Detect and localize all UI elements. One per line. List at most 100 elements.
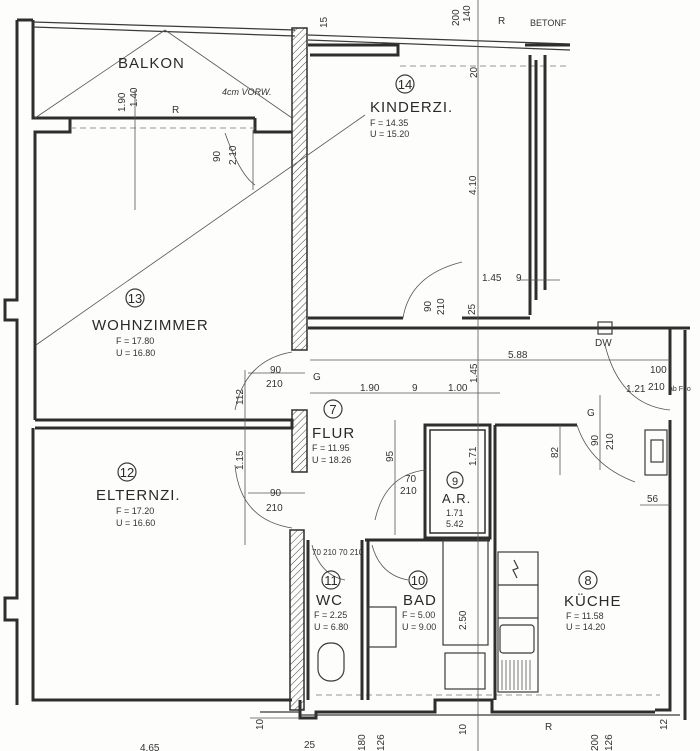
interior-walls: [306, 423, 577, 700]
sink-icon: [499, 624, 535, 654]
room-area: F = 17.80: [116, 336, 154, 346]
room-wc: 11 WC F = 2.25 U = 6.80: [314, 570, 348, 632]
dim-label: 1.21: [626, 384, 646, 395]
room-number: 9: [452, 476, 458, 488]
room-area: F = 11.95: [312, 443, 350, 453]
dim-label: 1.90: [360, 383, 380, 394]
dim-top-140: 140: [462, 5, 473, 22]
dim-label: 70: [405, 474, 417, 485]
balkon-door-w: 90: [212, 150, 223, 162]
bearing-wall: [291, 27, 308, 351]
room-perimeter: 5.42: [446, 519, 464, 529]
dim-label: 1.71: [468, 446, 479, 466]
room-name: BAD: [403, 592, 437, 609]
room-kueche: 8 KÜCHE F = 11.58 U = 14.20: [564, 570, 621, 632]
dim-label: 200: [590, 734, 601, 751]
dim-label: 100: [650, 365, 667, 376]
dim-label: 56: [647, 494, 659, 505]
room-perimeter: U = 9.00: [402, 622, 436, 632]
room-abstellraum: 9 A.R. 1.71 5.42: [442, 471, 471, 529]
room-perimeter: U = 15.20: [370, 129, 409, 139]
room-number: 7: [329, 402, 336, 417]
room-perimeter: U = 14.20: [566, 622, 605, 632]
dim-label: R: [545, 722, 552, 733]
room-name: WC: [316, 592, 343, 609]
room-number: 14: [398, 77, 412, 92]
dim-label: 12: [659, 718, 670, 730]
dim-label: 112: [235, 389, 246, 405]
dim-label: G: [587, 408, 595, 419]
dim-label: 4.10: [468, 175, 479, 195]
dim-label: 9: [516, 273, 522, 284]
toilet-icon: [317, 642, 345, 682]
dim-label: 10: [255, 718, 266, 730]
dim-label: 210: [648, 382, 665, 393]
room-area: F = 14.35: [370, 118, 408, 128]
chimney-icon: [644, 429, 668, 476]
room-name: FLUR: [312, 425, 355, 442]
room-perimeter: U = 6.80: [314, 622, 348, 632]
door-swings: [35, 114, 671, 581]
washbasin-icon: [367, 606, 397, 648]
dim-label: 180: [357, 734, 368, 751]
dim-label: 1.00: [448, 383, 468, 394]
dimension-lines: [134, 0, 670, 751]
beton-label: BETONF: [530, 18, 567, 28]
dimension-labels: 4.10 1.45 9 90 210 25 5.88 1.90 9 1.00 1…: [140, 175, 691, 751]
kitchen-counter: [497, 551, 539, 693]
dim-label: 126: [376, 734, 387, 751]
dim-top-15: 15: [319, 16, 330, 28]
balkon-note: 4cm VORW.: [222, 87, 272, 97]
room-name: ELTERNZI.: [96, 487, 181, 504]
room-area: 1.71: [446, 508, 464, 518]
dim-label: 10: [458, 723, 469, 735]
dim-label: 1.45: [469, 363, 480, 383]
room-perimeter: U = 16.60: [116, 518, 155, 528]
dw-icon: [597, 321, 613, 335]
room-number: 10: [411, 573, 425, 588]
dim-label: 1.15: [235, 450, 246, 470]
room-area: F = 17.20: [116, 506, 154, 516]
dim-label: ab Fbo: [669, 386, 691, 393]
top-r: R: [498, 16, 505, 27]
bathtub-icon: [442, 539, 489, 646]
room-area: F = 5.00: [402, 610, 435, 620]
room-name: A.R.: [442, 491, 471, 506]
room-number: 11: [324, 573, 338, 588]
room-perimeter: U = 18.26: [312, 455, 351, 465]
dim-label: 210: [266, 503, 283, 514]
room-perimeter: U = 16.80: [116, 348, 155, 358]
dim-label: 4.65: [140, 743, 160, 751]
dim-label: 126: [604, 734, 615, 751]
room-number: 12: [120, 465, 134, 480]
dim-label: G: [313, 372, 321, 383]
dim-label: 210: [400, 486, 417, 497]
dim-label: 25: [467, 303, 478, 315]
wc-bad-door-dims: 70 210 70 210: [312, 548, 364, 557]
dim-top-20: 20: [469, 66, 480, 78]
bearing-wall: [289, 529, 305, 711]
dim-label: 210: [266, 379, 283, 390]
dim-label: 90: [423, 300, 434, 312]
room-kinderzimmer: 14 KINDERZI. F = 14.35 U = 15.20: [370, 74, 453, 139]
room-area: F = 11.58: [566, 611, 604, 621]
balkon-r: R: [172, 105, 179, 116]
dim-label: 90: [590, 434, 601, 446]
dim-top-200: 200: [451, 9, 462, 26]
balkon-door-h: 2.10: [228, 145, 239, 165]
bearing-wall: [291, 409, 308, 473]
room-name: KINDERZI.: [370, 99, 453, 116]
balkon-dim-190: 1.90: [117, 92, 128, 112]
dim-label: 25: [304, 740, 316, 751]
exterior-walls: [3, 18, 690, 720]
room-bad: 10 BAD F = 5.00 U = 9.00: [402, 570, 437, 632]
dim-label: 9: [412, 383, 418, 394]
dim-label: 1.45: [482, 273, 502, 284]
room-name: WOHNZIMMER: [92, 317, 209, 334]
balcony-diagonals: [34, 29, 293, 119]
dim-label: 95: [385, 450, 396, 462]
dim-label: 90: [270, 365, 282, 376]
dim-label: 5.88: [508, 350, 528, 361]
room-number: 13: [128, 291, 142, 306]
